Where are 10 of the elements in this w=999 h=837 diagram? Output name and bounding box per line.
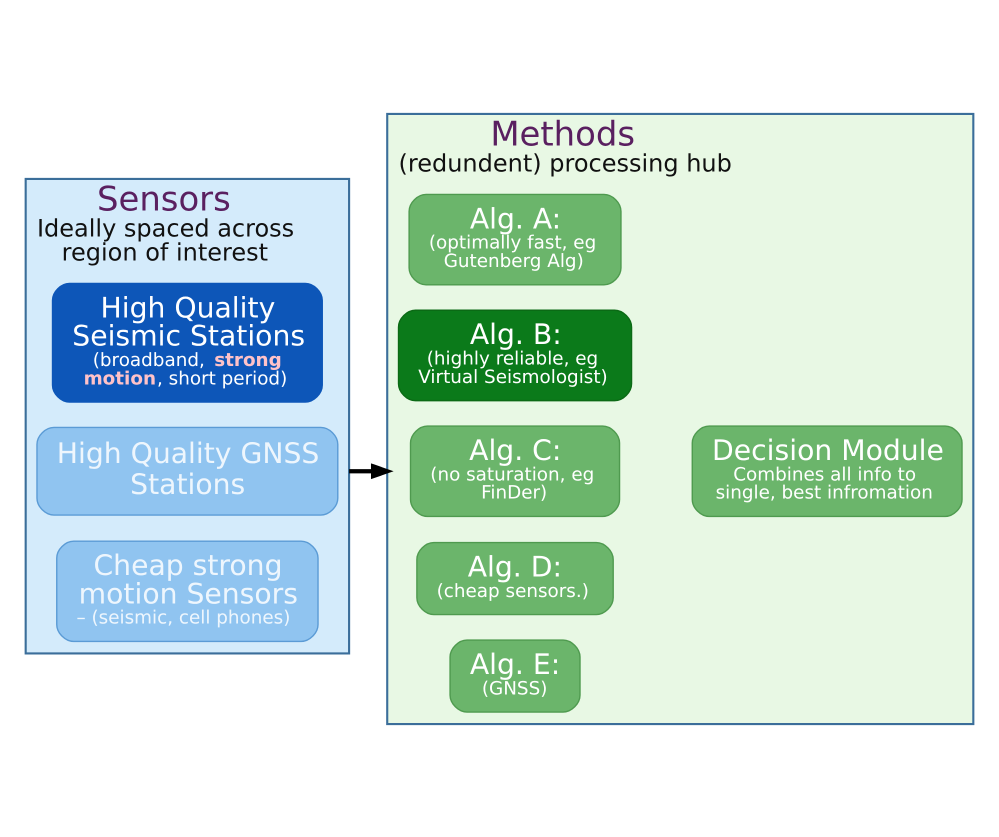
node-box: High Quality Seismic Stations (broadband, strong motion, short period) [52, 282, 323, 402]
node-box: Alg. D: (cheap sensors.) [416, 541, 614, 615]
node-box: Alg. B: (highly reliable, eg Virtual Seismologist) [398, 309, 632, 401]
node-box: Alg. C: (no saturation, eg FinDer) [410, 424, 620, 517]
node-box: Alg. A: (optimally fast, eg Gutenberg Alg) [408, 193, 622, 286]
node-box: Cheap strong motion Sensors – (seismic, cell phones) [56, 540, 319, 642]
arrow [349, 462, 394, 479]
node-box: Decision Module Combines all info to single, best infromation [692, 424, 963, 517]
node-box: Alg. E: (GNSS) [449, 638, 581, 712]
node-box: High Quality GNSS Stations [36, 426, 338, 516]
